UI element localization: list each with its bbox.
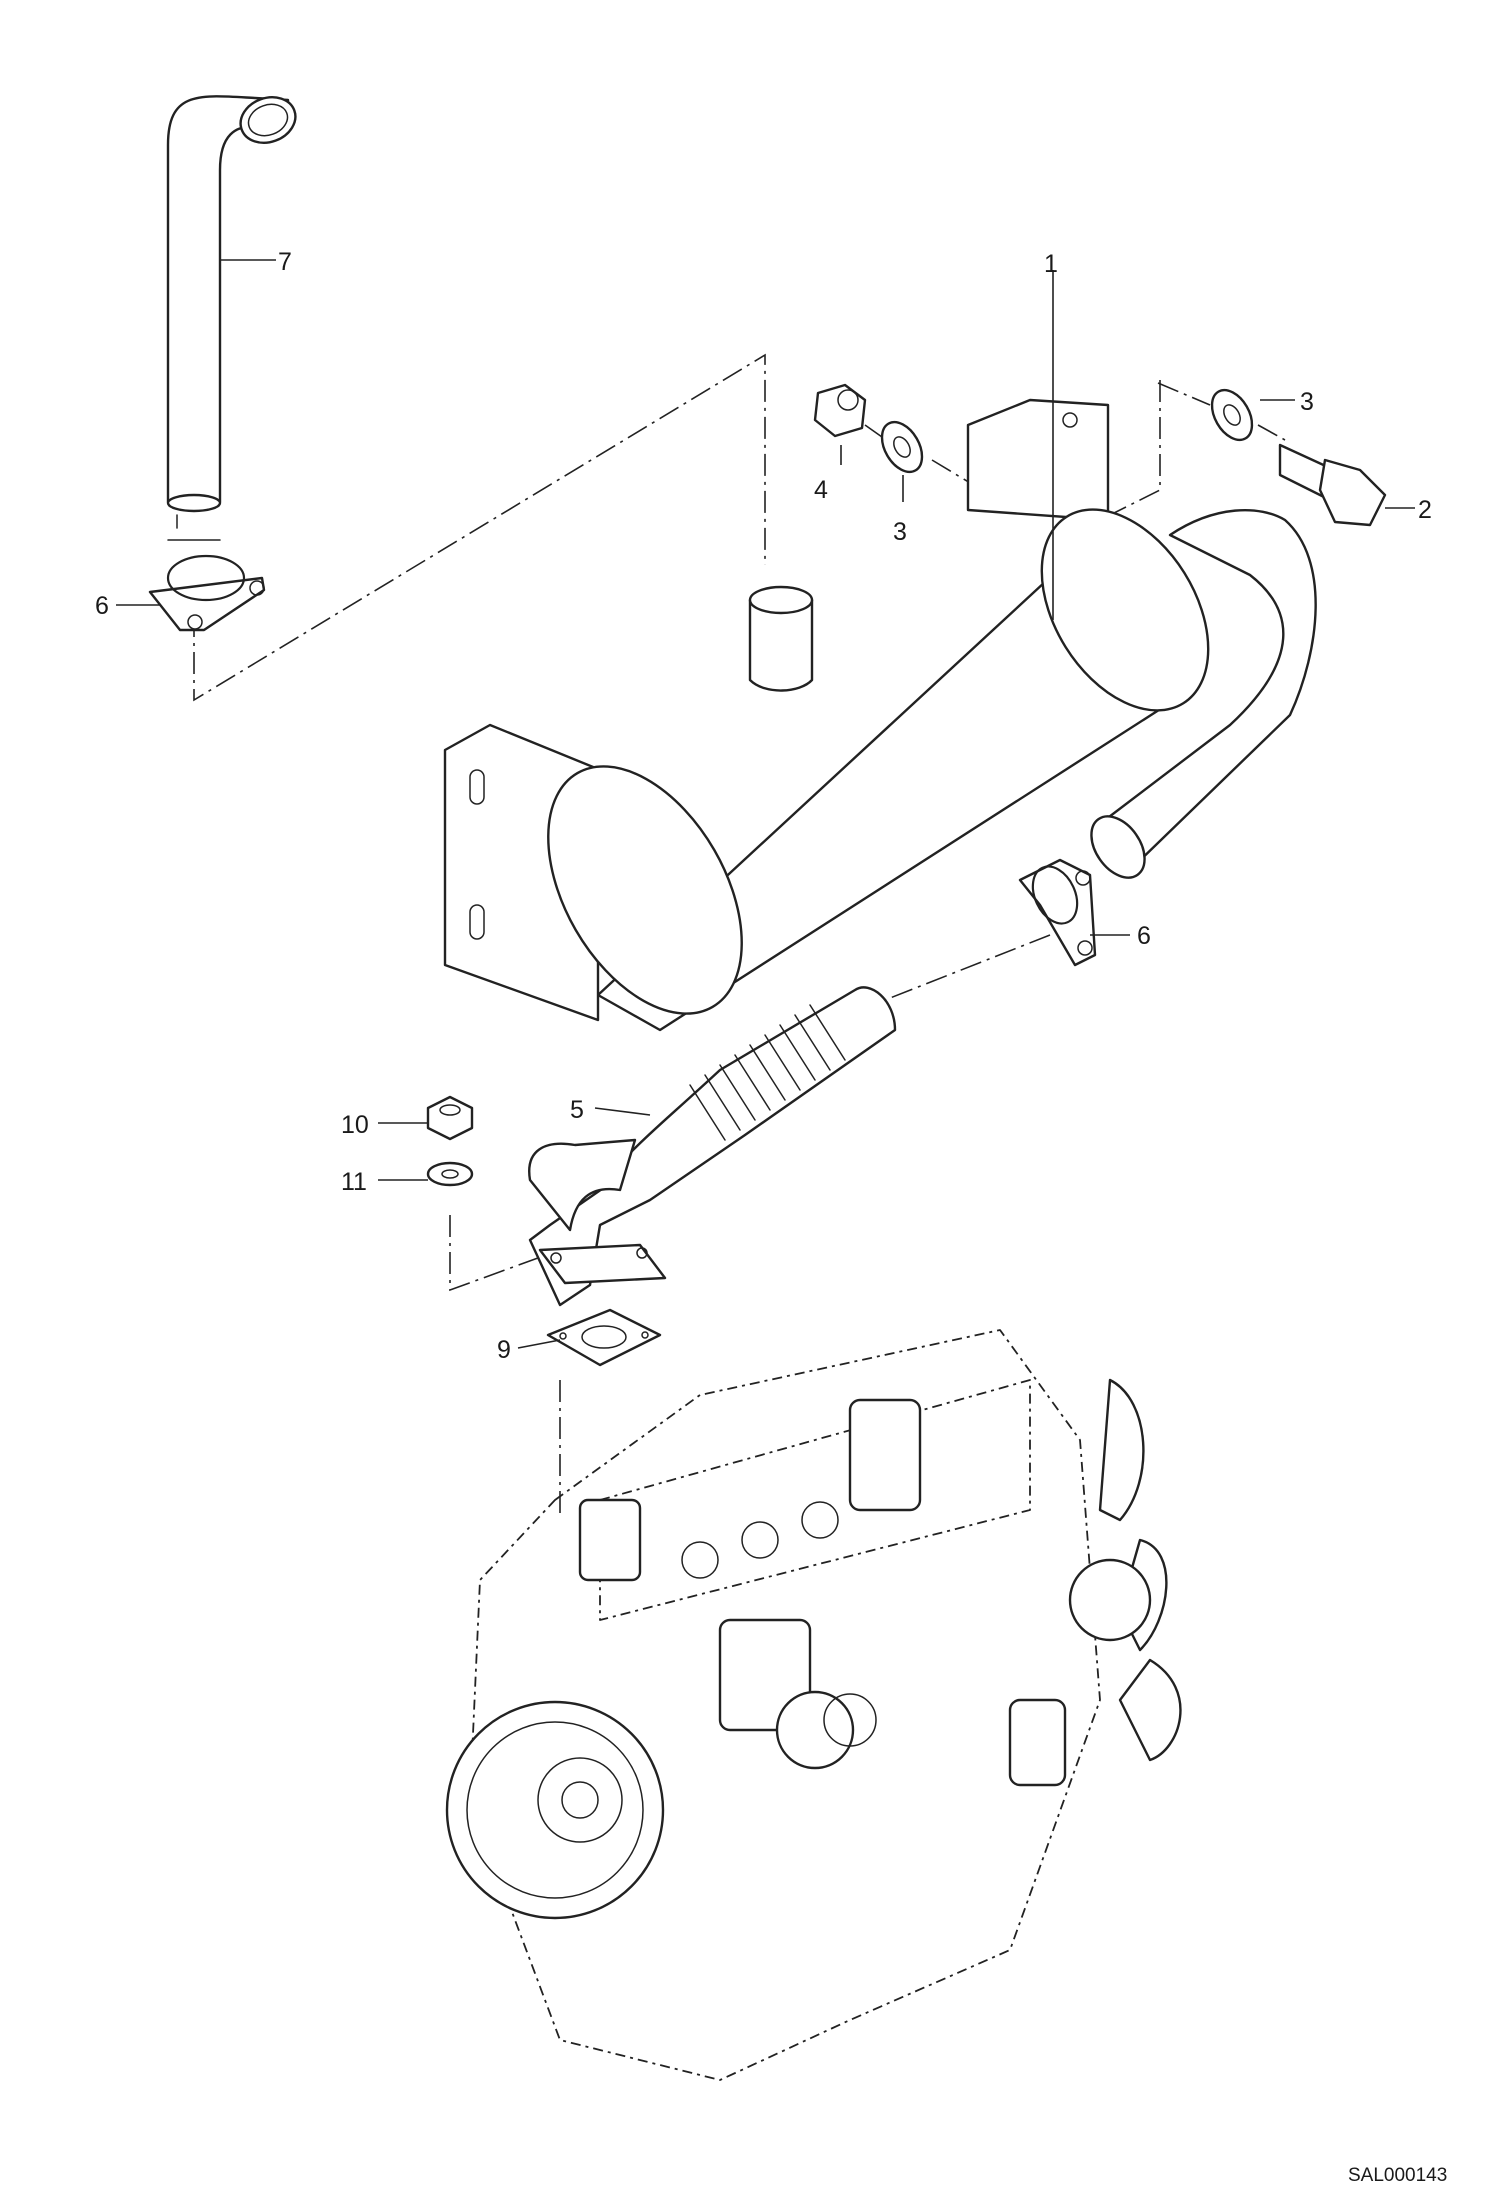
callout-9: 9 [497, 1336, 511, 1364]
flex-pipe-corrugations [689, 1004, 846, 1141]
stack-pipe-part-7 [166, 95, 297, 541]
gasket-part-9 [546, 1308, 662, 1367]
callout-3-left: 3 [893, 518, 907, 546]
bolt-part-2 [1278, 443, 1387, 527]
callout-1: 1 [1044, 250, 1058, 278]
clamp-part-6-lower [1018, 858, 1097, 967]
callout-11: 11 [341, 1168, 367, 1196]
washer-part-3-right [1210, 388, 1254, 442]
callout-2: 2 [1418, 496, 1432, 524]
flex-pipe-part-5 [528, 986, 897, 1307]
muffler-part-1 [443, 398, 1317, 1032]
callout-10: 10 [341, 1111, 369, 1139]
nut-part-10 [426, 1095, 474, 1141]
callout-7: 7 [278, 248, 292, 276]
fan-icon [1068, 1378, 1182, 1762]
leader-lines [116, 259, 1415, 1349]
figure-code: SAL000143 [1348, 2165, 1447, 2186]
callout-labels: 1 7 3 2 4 3 6 6 5 10 11 9 [95, 248, 1432, 1364]
washer-part-11 [426, 1161, 474, 1187]
callout-3-right: 3 [1300, 388, 1314, 416]
engine-assembly-context [445, 1329, 1182, 2081]
callout-4: 4 [814, 476, 828, 504]
clamp-part-6-upper [148, 554, 266, 632]
washer-part-3-left [880, 420, 924, 474]
callout-6-lower: 6 [1137, 922, 1151, 950]
callout-6-upper: 6 [95, 592, 109, 620]
engine-flywheel [445, 1700, 665, 1920]
callout-5: 5 [570, 1096, 584, 1124]
nut-part-4 [813, 383, 867, 438]
